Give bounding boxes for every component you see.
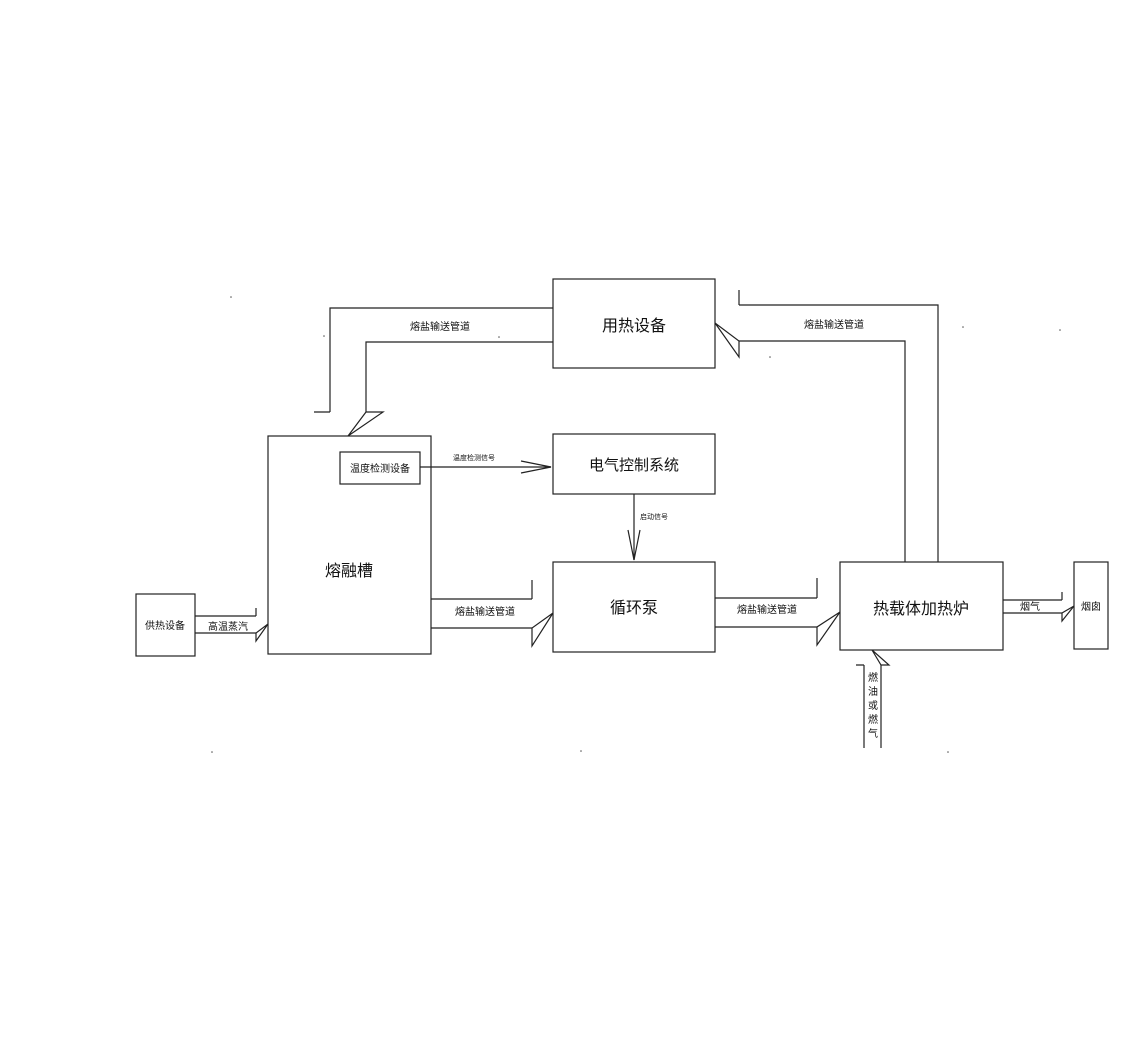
node-chimney-label: 烟囱 — [1081, 600, 1101, 613]
label-fuel-char-4: 燃 — [868, 713, 878, 726]
label-pipe-top-left: 熔盐输送管道 — [410, 320, 470, 333]
node-electric-control-system: 电气控制系统 — [552, 433, 716, 495]
node-temp-detection-device: 温度检测设备 — [339, 451, 421, 485]
node-temp-detection-device-label: 温度检测设备 — [350, 462, 410, 475]
label-pipe-tank-to-pump: 熔盐输送管道 — [455, 605, 515, 618]
pipe-tank-to-pump — [431, 580, 554, 649]
node-heat-use-equipment: 用热设备 — [552, 278, 716, 369]
label-pipe-pump-to-furnace: 熔盐输送管道 — [737, 603, 797, 616]
label-fuel-char-1: 燃 — [868, 671, 878, 684]
node-chimney: 烟囱 — [1073, 561, 1109, 650]
pipe-heat-use-to-tank — [314, 307, 553, 437]
label-flue-gas: 烟气 — [1020, 600, 1040, 613]
node-circulation-pump-label: 循环泵 — [610, 598, 658, 617]
node-heat-carrier-furnace-label: 热载体加热炉 — [873, 599, 969, 618]
signal-temp-to-control — [420, 460, 552, 474]
pipe-furnace-to-heat-use — [714, 290, 939, 562]
label-fuel-char-5: 气 — [868, 727, 878, 740]
node-circulation-pump: 循环泵 — [552, 561, 716, 653]
pipe-pump-to-furnace — [715, 578, 841, 647]
label-steam: 高温蒸汽 — [208, 620, 248, 633]
signal-control-to-pump — [627, 494, 641, 561]
pipe-furnace-to-chimney — [1003, 592, 1075, 623]
node-heat-supply-equipment: 供热设备 — [135, 593, 196, 657]
node-melting-tank-label: 熔融槽 — [325, 561, 373, 580]
pipe-fuel-to-furnace — [856, 649, 891, 748]
node-heat-carrier-furnace: 热载体加热炉 — [839, 561, 1004, 651]
scan-noise — [211, 296, 1061, 753]
node-heat-use-equipment-label: 用热设备 — [602, 316, 666, 335]
label-start-signal: 启动信号 — [640, 512, 668, 521]
node-heat-supply-equipment-label: 供热设备 — [145, 619, 185, 632]
label-fuel: 燃 油 或 燃 气 — [868, 671, 878, 740]
label-temp-signal: 温度检测信号 — [453, 453, 495, 462]
node-electric-control-system-label: 电气控制系统 — [589, 456, 679, 474]
label-fuel-char-3: 或 — [868, 700, 878, 712]
pipe-steam-to-tank — [195, 608, 269, 643]
label-pipe-top-right: 熔盐输送管道 — [804, 318, 864, 331]
label-fuel-char-2: 油 — [868, 685, 878, 698]
